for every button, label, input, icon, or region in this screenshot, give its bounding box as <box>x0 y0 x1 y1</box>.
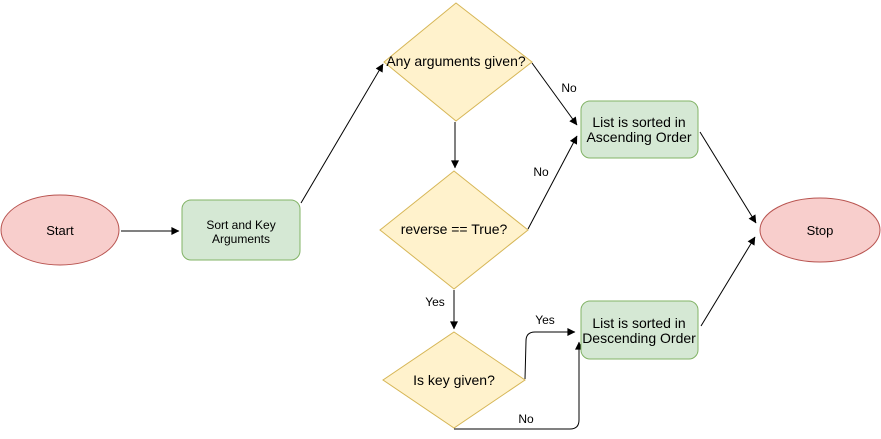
descending-order-label-line2: Descending Order <box>582 330 696 346</box>
ascending-order-label-line1: List is sorted in <box>592 114 685 130</box>
start-label: Start <box>46 223 74 238</box>
descending-order-label-line1: List is sorted in <box>592 315 685 331</box>
sort-key-arguments-shape <box>181 199 301 261</box>
is-key-given-label: Is key given? <box>413 372 495 388</box>
ascending-order-label-line2: Ascending Order <box>586 129 691 145</box>
edge-keygiven-no-to-descending <box>454 341 583 430</box>
edge-label-reverse-yes: Yes <box>425 295 445 309</box>
ascending-order-shape <box>580 100 699 159</box>
sort-key-arguments-label-line1: Sort and Key <box>206 218 275 232</box>
node-any-arguments-given: Any arguments given? <box>383 2 533 122</box>
edge-ascending-to-stop <box>699 131 757 224</box>
edges <box>121 62 757 430</box>
edge-anyargs-no-to-ascending <box>531 62 578 126</box>
edge-labels: No No Yes Yes No <box>423 79 579 428</box>
reverse-true-label: reverse == True? <box>401 221 508 237</box>
stop-terminator-shape <box>759 197 881 263</box>
stop-label: Stop <box>807 223 834 238</box>
edge-reverse-no-to-ascending <box>527 135 578 230</box>
reverse-true-diamond-shape <box>379 170 529 290</box>
edge-label-key-yes: Yes <box>535 313 555 327</box>
any-arguments-label: Any arguments given? <box>386 53 526 69</box>
sort-key-arguments-label-line2: Arguments <box>212 232 270 246</box>
edge-label-anyargs-no: No <box>561 81 577 95</box>
edge-label-reverse-no: No <box>533 165 549 179</box>
edge-label-key-no: No <box>518 412 534 426</box>
node-stop: Stop <box>759 197 881 263</box>
edge-descending-to-stop <box>700 236 756 327</box>
descending-order-shape <box>580 300 699 360</box>
node-ascending-order: List is sorted in Ascending Order <box>580 100 699 159</box>
start-terminator-shape <box>0 194 120 266</box>
node-descending-order: List is sorted in Descending Order <box>580 300 699 360</box>
node-reverse-true: reverse == True? <box>379 170 529 290</box>
any-arguments-diamond-shape <box>383 2 533 122</box>
node-sort-key-arguments: Sort and Key Arguments <box>181 199 301 261</box>
node-is-key-given: Is key given? <box>382 331 526 429</box>
is-key-given-diamond-shape <box>382 331 526 429</box>
edge-sort-to-anyargs <box>300 63 384 204</box>
node-start: Start <box>0 194 120 266</box>
edge-keygiven-yes-to-descending <box>524 328 576 380</box>
